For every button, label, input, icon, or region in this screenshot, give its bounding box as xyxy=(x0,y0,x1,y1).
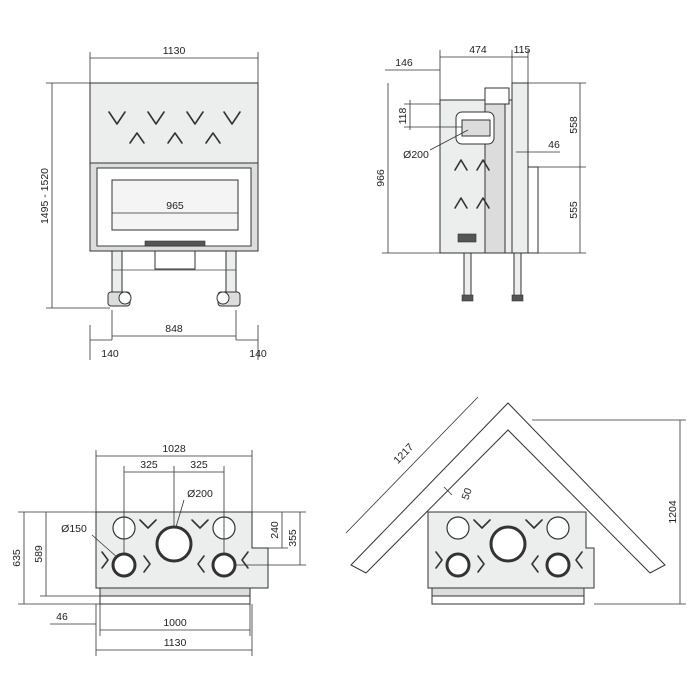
dim-base-width-label: 848 xyxy=(165,323,183,335)
side-view: 474 115 146 118 Ø200 966 558 555 46 xyxy=(375,44,586,302)
front-hood-chevrons xyxy=(108,111,241,144)
dim-corner-side: 1217 xyxy=(391,441,416,466)
top-left-outlet xyxy=(111,552,137,578)
side-badge xyxy=(457,233,477,243)
dim-side-top-depth: 474 xyxy=(469,44,487,56)
side-panel xyxy=(527,166,539,254)
dim-top-side-diameter: Ø150 xyxy=(61,523,87,535)
dim-front-width-label: 1130 xyxy=(163,45,186,57)
dim-side-collar: 118 xyxy=(397,107,409,124)
dim-corner-wall: 50 xyxy=(460,486,475,501)
front-ash-box xyxy=(154,250,196,270)
side-leg-back xyxy=(513,252,522,299)
dim-front-height-label: 1495 - 1520 xyxy=(39,168,51,224)
dim-top-depth-total: 635 xyxy=(11,549,23,567)
corner-chevrons xyxy=(435,519,583,573)
side-wall xyxy=(511,82,529,254)
top-view: 1028 325 325 Ø200 Ø150 635 589 46 240 35… xyxy=(11,443,306,656)
side-flue-collar xyxy=(484,87,510,105)
dim-top-355: 355 xyxy=(287,529,299,547)
dim-top-center-diameter: Ø200 xyxy=(187,488,213,500)
dim-corner-depth: 1204 xyxy=(667,500,679,524)
top-center-outlet xyxy=(155,525,193,563)
dim-side-small-offset: 46 xyxy=(548,139,560,151)
dim-side-top-right: 115 xyxy=(514,44,531,56)
front-view: 1130 1495 - 1520 965 848 140 140 xyxy=(39,45,267,360)
front-glass xyxy=(111,179,239,231)
front-handle xyxy=(144,240,206,247)
dim-top-width-inner: 1000 xyxy=(163,617,187,629)
corner-view: 1217 50 1204 xyxy=(345,396,686,605)
dim-glass-label: 965 xyxy=(166,200,184,212)
dim-top-width-bottom: 1130 xyxy=(164,637,187,649)
dim-side-lower-height: 555 xyxy=(568,201,580,219)
dim-side-total-height: 966 xyxy=(375,169,387,187)
top-front-rail xyxy=(99,587,251,597)
dim-offset-left-label: 140 xyxy=(101,348,119,360)
dim-top-depth-inner: 589 xyxy=(33,545,45,563)
dim-side-flue-diameter: Ø200 xyxy=(403,149,429,161)
dim-top-front-offset: 46 xyxy=(56,611,68,623)
front-leg-right xyxy=(225,250,237,297)
dim-side-upper-height: 558 xyxy=(568,116,580,134)
side-chevrons xyxy=(454,159,490,209)
dim-offset-right-label: 140 xyxy=(249,348,267,360)
dim-top-spacing-left: 325 xyxy=(140,459,158,471)
side-leg-front xyxy=(463,252,472,299)
front-leg-left xyxy=(111,250,123,297)
corner-walls xyxy=(350,402,666,574)
dim-top-240: 240 xyxy=(269,521,281,539)
dim-top-spacing-right: 325 xyxy=(190,459,208,471)
dim-side-back-offset: 146 xyxy=(395,57,413,69)
top-chevrons xyxy=(101,519,249,573)
dim-top-width: 1028 xyxy=(162,443,186,455)
top-right-outlet xyxy=(211,552,237,578)
